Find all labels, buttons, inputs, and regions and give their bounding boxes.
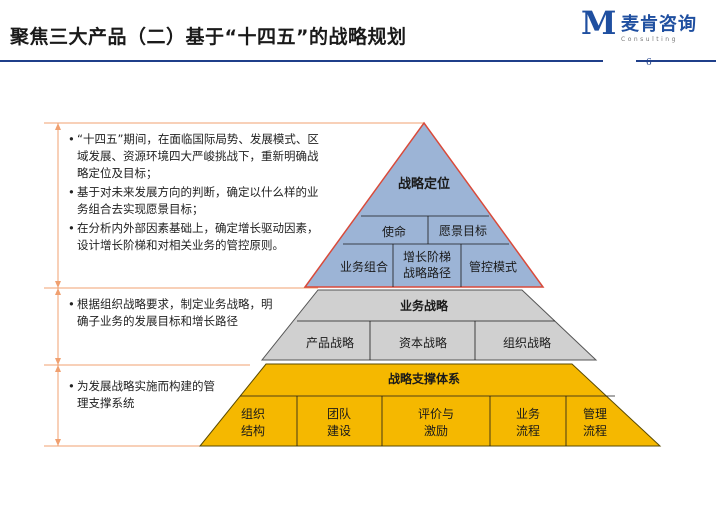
text-line: 管理 (583, 406, 607, 421)
title-rule-right (636, 60, 716, 62)
bullet-item: 根据组织战略要求，制定业务战略，明确子业务的发展目标和增长路径 (68, 296, 273, 330)
pyramid-tier-support (198, 363, 662, 447)
business-title: 业务战略 (400, 298, 449, 313)
text-line: 团队 (327, 406, 351, 421)
business-capital: 资本战略 (399, 335, 447, 350)
pyramid-tier-business (260, 289, 598, 361)
text-line: 结构 (241, 423, 265, 438)
bullet-item: “十四五”期间，在面临国际局势、发展模式、区域发展、资源环境四大严峻挑战下，重新… (68, 131, 328, 182)
bullets-business-strategy: 根据组织战略要求，制定业务战略，明确子业务的发展目标和增长路径 (68, 296, 273, 332)
support-management-process: 管理流程 (583, 406, 607, 438)
bullets-support-system: 为发展战略实施而构建的管理支撑系统 (68, 378, 218, 414)
positioning-mission: 使命 (382, 224, 406, 239)
bullet-item: 为发展战略实施而构建的管理支撑系统 (68, 378, 218, 412)
support-title: 战略支撑体系 (388, 371, 460, 386)
bullet-item: 基于对未来发展方向的判断，确定以什么样的业务组合去实现愿景目标； (68, 184, 328, 218)
logo-name: 麦肯咨询 (621, 14, 697, 35)
positioning-title: 战略定位 (398, 176, 450, 192)
business-org: 组织战略 (503, 335, 551, 350)
title-rule (0, 60, 603, 62)
text-line: 流程 (583, 423, 607, 438)
text-line: 流程 (516, 423, 540, 438)
logo-mark: M (581, 4, 617, 42)
support-evaluation: 评价与激励 (418, 407, 454, 438)
support-structure: 组织结构 (241, 407, 265, 438)
text-line: 激励 (424, 424, 448, 438)
support-business-process: 业务流程 (516, 406, 540, 438)
positioning-vision: 愿景目标 (439, 224, 487, 238)
business-product: 产品战略 (306, 335, 354, 350)
logo-tagline: Consulting (621, 36, 678, 43)
positioning-growth: 增长阶梯战略路径 (403, 250, 451, 280)
text-line: 业务 (516, 406, 540, 421)
text-line: 建设 (327, 424, 351, 438)
text-line: 评价与 (418, 407, 454, 421)
text-line: 组织 (241, 407, 265, 421)
positioning-control: 管控模式 (469, 259, 517, 274)
text-line: 战略路径 (403, 265, 451, 280)
bullet-item: 在分析内外部因素基础上，确定增长驱动因素，设计增长阶梯和对相关业务的管控原则。 (68, 220, 328, 254)
positioning-portfolio: 业务组合 (340, 259, 388, 274)
pyramid-tier-positioning (303, 121, 545, 288)
support-team: 团队建设 (327, 406, 351, 438)
page-title: 聚焦三大产品（二）基于“十四五”的战略规划 (10, 26, 407, 48)
company-logo: M 麦肯咨询 Consulting (581, 6, 716, 46)
page-number: 6 (646, 58, 652, 68)
bullets-strategic-positioning: “十四五”期间，在面临国际局势、发展模式、区域发展、资源环境四大严峻挑战下，重新… (68, 131, 328, 256)
text-line: 增长阶梯 (403, 250, 451, 264)
